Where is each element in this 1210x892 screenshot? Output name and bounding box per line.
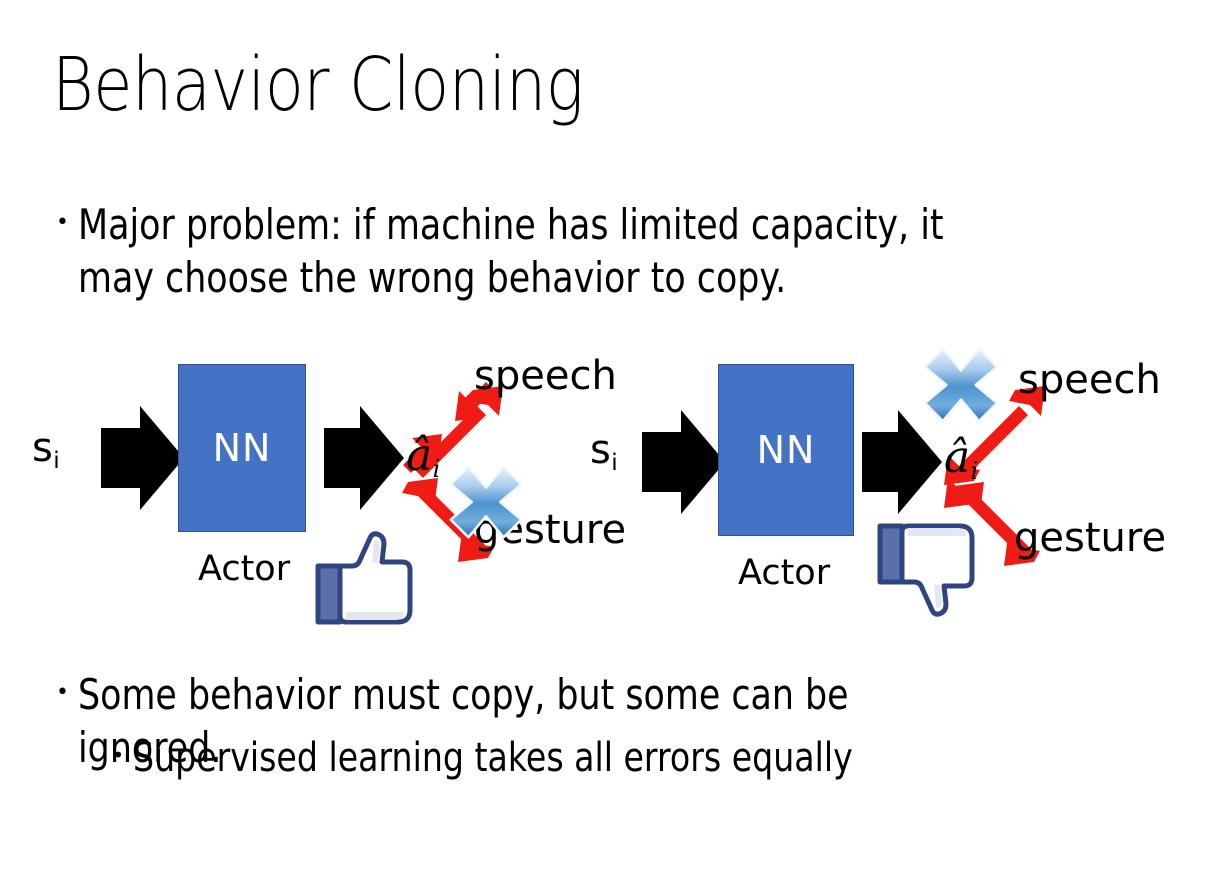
action-symbol: â: [406, 430, 433, 481]
diagram-right: si NN Actor âi spee: [566, 330, 1206, 630]
thumbs-down-icon: [877, 523, 975, 617]
nn-box-left: NN: [178, 364, 306, 532]
output-block-arrow-icon: [324, 406, 404, 510]
thumbs-up-icon: [315, 531, 413, 625]
action-subscript: i: [970, 456, 979, 486]
bullet-text-2: Some behavior must copy, but some can be…: [78, 670, 860, 772]
bullet-text-1: Major problem: if machine has limited ca…: [78, 200, 955, 302]
nn-box-label: NN: [212, 426, 272, 470]
state-symbol: s: [590, 427, 611, 473]
arrow-layer-right: [642, 386, 1045, 566]
output-label-gesture-right: gesture: [1014, 515, 1167, 561]
bullet-item-3: • Supervised learning takes all errors e…: [112, 732, 1172, 784]
action-label-right: âi: [944, 436, 978, 484]
state-symbol: s: [32, 425, 53, 471]
bullet-marker-icon: •: [56, 209, 69, 235]
action-subscript: i: [432, 454, 441, 484]
actor-caption-right: Actor: [738, 553, 831, 593]
cross-out-icon-speech-right: [923, 347, 999, 423]
output-block-arrow-icon: [862, 410, 942, 514]
state-label-right: si: [590, 427, 618, 474]
nn-box-right: NN: [718, 364, 854, 536]
input-block-arrow-icon: [101, 406, 184, 510]
nn-box-label: NN: [756, 428, 816, 472]
state-subscript: i: [53, 446, 60, 474]
bullet-marker-icon: •: [112, 742, 125, 767]
page-title: Behavior Cloning: [52, 42, 584, 128]
output-label-speech-left: speech: [474, 353, 617, 399]
gesture-double-arrow-icon: [948, 482, 1040, 566]
action-label-left: âi: [406, 434, 440, 482]
state-subscript: i: [611, 448, 618, 476]
bullet-item-2: • Some behavior must copy, but some can …: [56, 668, 1176, 774]
diagram-left: si NN Actor âi: [18, 330, 638, 630]
action-symbol: â: [944, 432, 971, 483]
speech-double-arrow-icon: [403, 382, 503, 478]
bullet-marker-icon: •: [56, 679, 69, 705]
bullet-text-3: Supervised learning takes all errors equ…: [133, 735, 853, 781]
bullet-item-1: • Major problem: if machine has limited …: [56, 198, 1176, 304]
input-block-arrow-icon: [642, 410, 725, 514]
cross-out-icon-gesture-left: [449, 465, 523, 539]
actor-caption-left: Actor: [198, 549, 291, 589]
output-label-speech-right: speech: [1018, 357, 1161, 403]
state-label-left: si: [32, 425, 60, 472]
